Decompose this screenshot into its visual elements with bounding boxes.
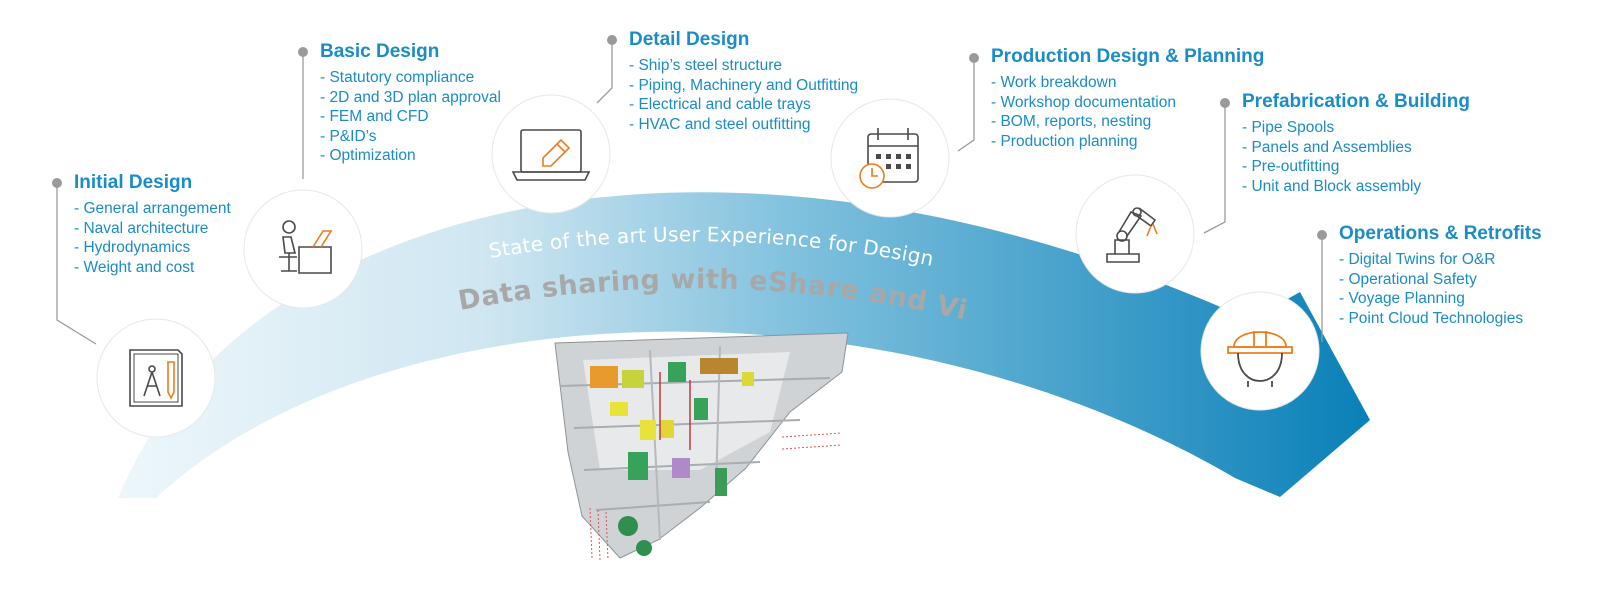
stage-item: - Statutory compliance: [320, 69, 475, 86]
icon-bg-basic: [243, 189, 363, 309]
stage-item: - Production planning: [991, 132, 1138, 150]
stage-items: - Pipe Spools - Panels and Assemblies - …: [1242, 118, 1470, 196]
stage-title: Basic Design: [320, 41, 440, 62]
laptop-pencil-icon: [511, 129, 591, 181]
stage-item: - HVAC and steel outfitting: [629, 115, 811, 133]
stage-item: - Pre-outfitting: [1242, 158, 1340, 175]
stage-item: - FEM and CFD: [320, 108, 429, 125]
icon-bg-initial: [96, 318, 216, 438]
stage-basic-design: Basic Design - Statutory compliance - 2D…: [320, 41, 501, 166]
stage-initial-design: Initial Design - General arrangement - N…: [74, 172, 231, 277]
stage-item: - Hydrodynamics: [74, 239, 191, 256]
stage-title: Initial Design: [74, 172, 193, 193]
stage-item: - Voyage Planning: [1339, 290, 1465, 307]
icon-bg-prefab: [1075, 174, 1195, 294]
stage-production-design-planning: Production Design & Planning - Work brea…: [991, 46, 1264, 151]
stage-item: - Work breakdown: [991, 74, 1117, 91]
stage-item: - General arrangement: [74, 200, 231, 217]
stage-title: Prefabrication & Building: [1242, 91, 1471, 112]
stage-item: - Panels and Assemblies: [1242, 138, 1412, 156]
stage-items: - Digital Twins for O&R - Operational Sa…: [1339, 250, 1542, 328]
connector-dots: [52, 35, 1327, 240]
stage-item: - Weight and cost: [74, 258, 195, 276]
stage-operations-retrofits: Operations & Retrofits - Digital Twins f…: [1339, 223, 1542, 328]
stage-prefabrication-building: Prefabrication & Building - Pipe Spools …: [1242, 91, 1470, 196]
stage-item: - Operational Safety: [1339, 270, 1477, 288]
stage-item: - Optimization: [320, 147, 416, 164]
stage-item: - Ship’s steel structure: [629, 57, 783, 74]
connector-dot: [298, 47, 308, 57]
stage-item: - Point Cloud Technologies: [1339, 309, 1524, 327]
stage-item: - Electrical and cable trays: [629, 96, 811, 113]
connector-initial: [56, 185, 97, 345]
connector-prefab: [1203, 103, 1226, 234]
ship-hull-illustration: [554, 332, 849, 561]
icon-bg-operations: [1200, 291, 1320, 411]
process-arrow: [118, 192, 1370, 498]
connector-dot: [969, 53, 979, 63]
stage-item: - Pipe Spools: [1242, 119, 1335, 136]
connector-production: [957, 58, 975, 152]
designer-desk-icon: [279, 220, 333, 274]
stage-title: Detail Design: [629, 29, 750, 50]
stage-item: - 2D and 3D plan approval: [320, 88, 501, 106]
stage-title: Production Design & Planning: [991, 46, 1265, 67]
blueprint-compass-icon: [129, 349, 183, 407]
stage-items: - Work breakdown - Workshop documentatio…: [991, 73, 1264, 151]
stage-items: - Statutory compliance - 2D and 3D plan …: [320, 68, 501, 166]
icon-bg-detail: [491, 94, 611, 214]
stage-item: - BOM, reports, nesting: [991, 113, 1152, 130]
robot-arm-icon: [1106, 207, 1158, 263]
stage-detail-design: Detail Design - Ship’s steel structure -…: [629, 29, 858, 134]
connector-dot: [52, 178, 62, 188]
stage-item: - Workshop documentation: [991, 93, 1176, 111]
calendar-clock-icon: [859, 128, 919, 189]
hard-hat-icon: [1227, 331, 1293, 387]
connectors: [56, 40, 1323, 345]
stage-item: - Unit and Block assembly: [1242, 177, 1422, 195]
stage-items: - General arrangement - Naval architectu…: [74, 199, 231, 277]
connector-detail: [596, 40, 613, 104]
stage-item: - Digital Twins for O&R: [1339, 251, 1496, 268]
stage-item: - P&ID’s: [320, 127, 377, 145]
stage-item: - Piping, Machinery and Outfitting: [629, 76, 859, 94]
connector-dot: [607, 35, 617, 45]
stage-item: - Naval architecture: [74, 219, 209, 237]
connector-dot: [1317, 230, 1327, 240]
connector-dot: [1220, 98, 1230, 108]
stage-title: Operations & Retrofits: [1339, 223, 1542, 244]
stage-items: - Ship’s steel structure - Piping, Machi…: [629, 56, 858, 134]
